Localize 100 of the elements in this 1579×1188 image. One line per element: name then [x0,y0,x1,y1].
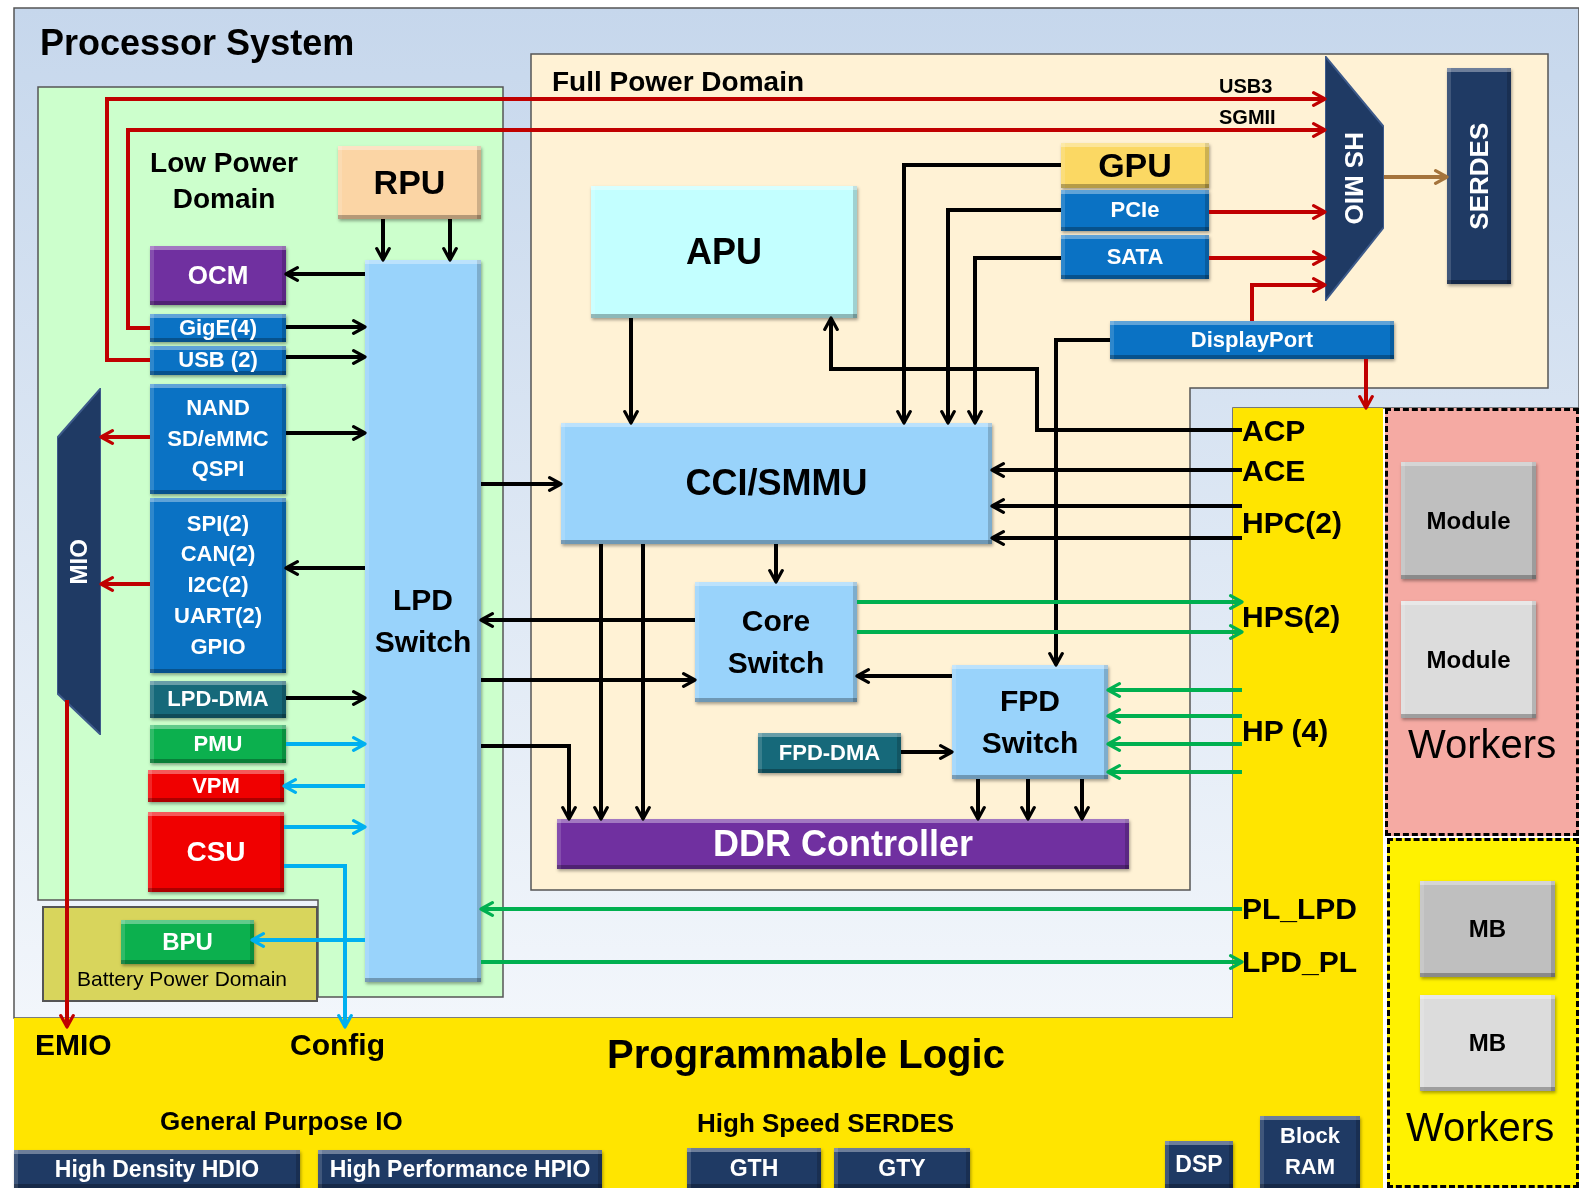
domain-region [42,906,318,1002]
arrow [990,530,1242,546]
serdes-block: SERDES [1447,68,1511,284]
arrow [1106,682,1242,698]
arrow [479,612,695,628]
module-block: Module [1401,601,1536,718]
arrow [990,498,1242,514]
arrow [481,476,563,492]
interface-block: SATA [1061,235,1209,279]
arrow [1384,169,1449,185]
arrow [284,266,365,282]
arrow [855,668,952,684]
arrow [286,425,367,441]
arrow [59,700,75,1029]
arrow [442,219,458,262]
workers-region [1387,838,1579,1188]
arrow [970,779,986,821]
transceiver-block: GTH [687,1148,821,1188]
arrow [1020,779,1036,821]
region-title: Full Power Domain [552,65,806,99]
arrow [635,544,651,821]
dma-block: LPD-DMA [150,681,286,718]
arrow [479,901,1242,917]
controller-block: DDR Controller [557,819,1129,869]
region-title: Low Power Domain [149,146,299,217]
group-heading: General Purpose IO [160,1106,403,1137]
port-label: ACE [1242,453,1342,489]
arrow [623,318,639,425]
port-label: LPD_PL [1242,945,1377,979]
arrow [126,122,1327,330]
arrow [481,954,1244,970]
region-title: Processor System [40,21,356,65]
switch-block: Core Switch [695,582,857,702]
arrow [284,560,365,576]
arrow [286,736,367,752]
arrow [481,672,697,688]
port-label: HPC(2) [1242,500,1372,545]
port-label: ACP [1242,413,1342,449]
resource-block: DSP [1165,1141,1233,1188]
interface-block: USB (2) [150,346,286,375]
arrow [1250,277,1327,321]
switch-block: FPD Switch [952,665,1108,779]
port-label: HPS(2) [1242,597,1372,637]
arrow [1106,736,1242,752]
interface-block: PCIe [1061,190,1209,231]
port-label: PL_LPD [1242,892,1377,926]
module-block: MB [1420,995,1555,1091]
arrow [286,690,367,706]
arrow [1074,779,1090,821]
processor-block: GPU [1061,143,1209,188]
arrow [284,819,367,835]
multiplexer-shape: MIO [57,388,101,735]
arrow [901,744,954,760]
domain-region [38,87,503,997]
multiplexer-shape: HS MIO [1325,56,1384,301]
arrow [105,91,1327,362]
arrow [99,576,150,592]
group-heading: High Speed SERDES [697,1108,955,1139]
interface-block: SPI(2) CAN(2) I2C(2) UART(2) GPIO [150,498,286,673]
arrow [823,316,1242,432]
region-title: Workers [1408,721,1558,768]
arrow [286,349,367,365]
dma-block: FPD-DMA [758,733,901,773]
switch-block: LPD Switch [365,260,481,982]
arrow [967,256,1061,425]
processor-block: APU [591,186,857,318]
arrow [896,163,1061,425]
processor-block: RPU [338,146,481,219]
unit-block: VPM [148,770,284,802]
arrow [250,932,365,948]
arrow [990,462,1242,478]
arrow [1106,708,1242,724]
arrow [857,624,1244,640]
arrow [1209,204,1327,220]
port-label: HP (4) [1242,686,1372,776]
transceiver-block: GTY [834,1148,970,1188]
module-block: MB [1420,881,1555,977]
arrow [286,319,367,335]
unit-block: CSU [148,812,284,892]
port-label: Config [290,1027,400,1063]
region-title: Programmable Logic [607,1031,1006,1078]
arrow [282,778,365,794]
arrow [1106,764,1242,780]
interface-block: NAND SD/eMMC QSPI [150,384,286,494]
interconnect-block: CCI/SMMU [561,423,992,544]
arrow [768,544,784,584]
arrow [284,864,353,1029]
memory-block: OCM [150,246,286,305]
region-title: Workers [1406,1104,1556,1151]
module-block: Module [1401,462,1536,579]
arrow [375,219,391,262]
unit-block: PMU [150,725,286,763]
arrow [593,544,609,821]
workers-region [1385,408,1579,836]
io-block: High Density HDIO [14,1150,300,1188]
port-label: EMIO [35,1027,125,1063]
arrow [1048,338,1110,667]
interface-block: DisplayPort [1110,321,1394,359]
arrow [481,744,577,821]
arrow [857,594,1244,610]
